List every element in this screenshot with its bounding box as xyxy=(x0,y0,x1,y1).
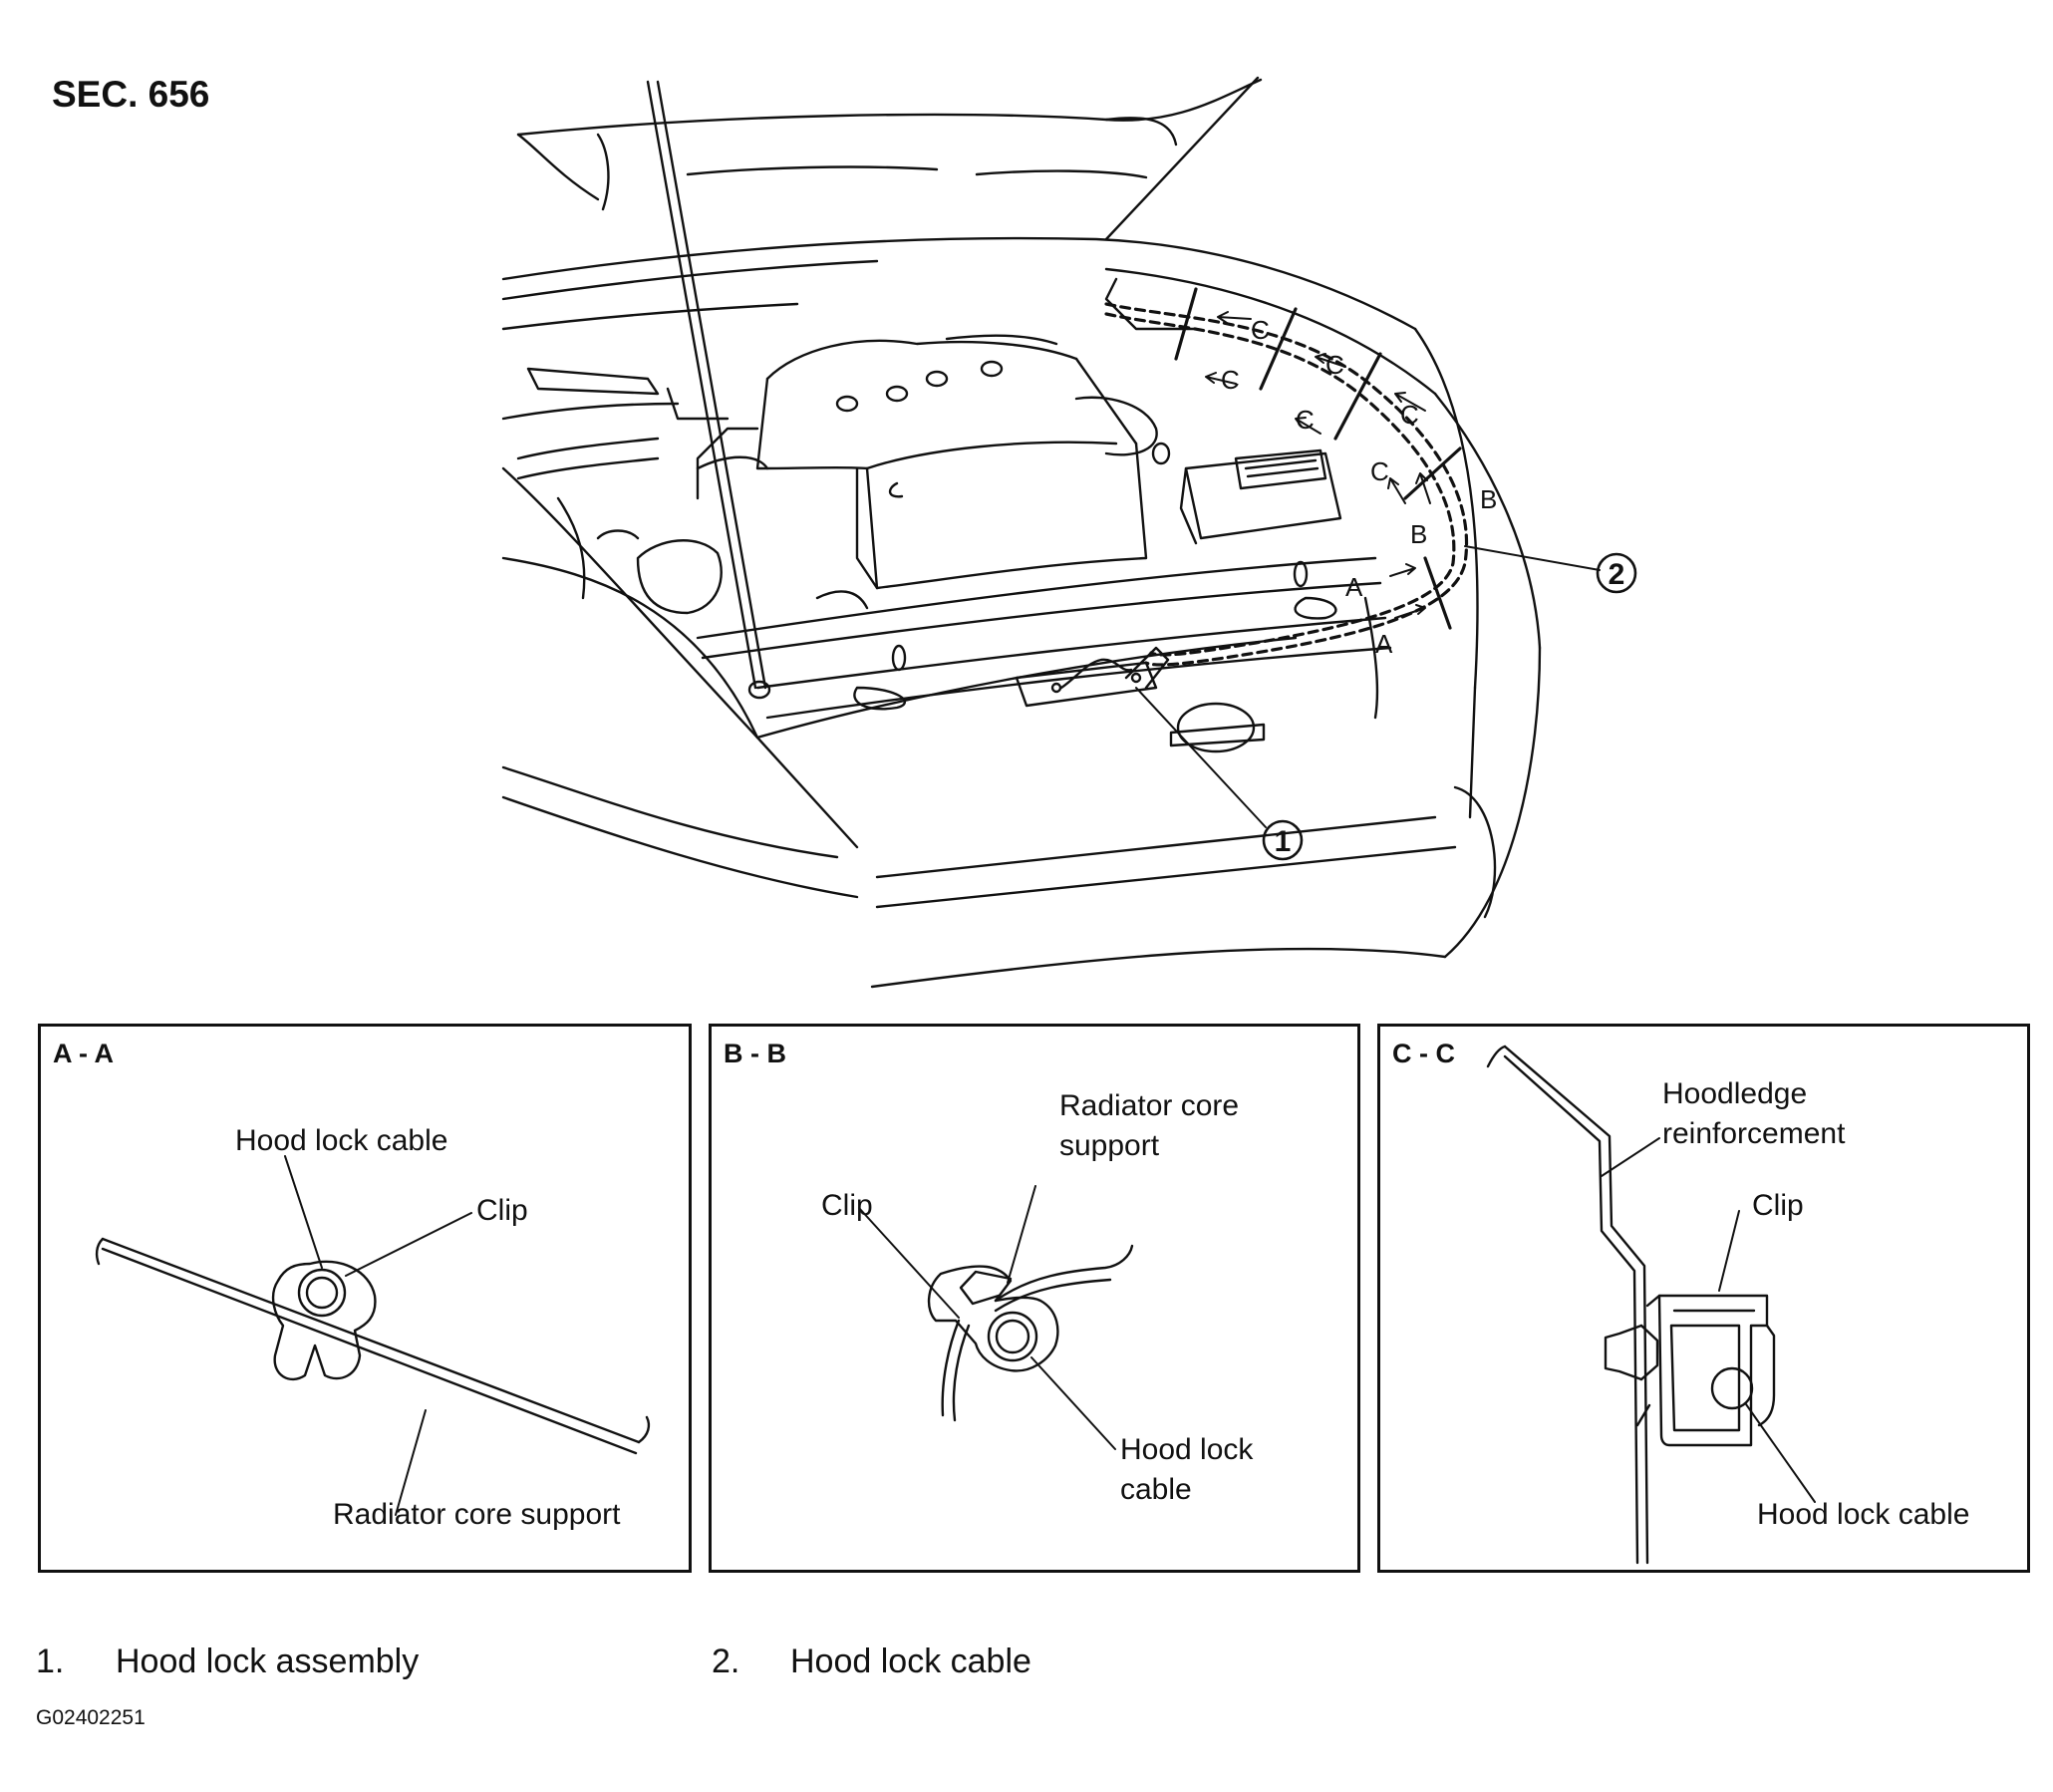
hood-lock-assembly xyxy=(1015,646,1170,708)
mark-b-1: B xyxy=(1480,484,1497,514)
hood-prop-rod xyxy=(646,80,771,700)
label-radiator-core-support: Radiator core support xyxy=(333,1498,621,1531)
mark-c-5: C xyxy=(1400,400,1419,430)
label-hood-lock-cable: Hood lock cable xyxy=(1757,1498,1970,1531)
figure-id: G02402251 xyxy=(36,1706,146,1729)
section-a-a-drawing xyxy=(95,1155,651,1516)
engine xyxy=(755,277,1198,590)
label-hoodledge-line1: Hoodledge xyxy=(1662,1077,1808,1110)
mark-c-2: C xyxy=(1221,365,1240,395)
section-b-b-drawing xyxy=(858,1185,1134,1450)
label-clip: Clip xyxy=(821,1189,873,1222)
section-c-c-drawing xyxy=(1486,1045,1816,1565)
section-c-c-panel: C - C Hoodledge reinforcement Clip Hood … xyxy=(1377,1024,2030,1573)
section-a-a-title: A - A xyxy=(53,1039,114,1068)
mark-c-1: C xyxy=(1251,315,1270,345)
callout-2: 2 xyxy=(1609,558,1625,591)
body-lines xyxy=(501,236,1542,989)
emblem xyxy=(1169,702,1266,753)
mark-c-4: C xyxy=(1296,405,1315,435)
mark-b-2: B xyxy=(1410,519,1427,549)
label-hood-lock-line2: cable xyxy=(1120,1473,1192,1506)
label-clip: Clip xyxy=(476,1194,528,1227)
label-clip: Clip xyxy=(1752,1189,1804,1222)
legend-1-text: Hood lock assembly xyxy=(116,1643,420,1680)
battery xyxy=(1179,448,1342,545)
section-a-a-panel: A - A Hood lock cable Clip Radiator core… xyxy=(38,1024,692,1573)
label-radiator-core-line1: Radiator core xyxy=(1059,1089,1240,1122)
label-hood-lock-cable: Hood lock cable xyxy=(235,1124,448,1157)
left-components xyxy=(516,367,869,615)
label-hood-lock-line1: Hood lock xyxy=(1120,1433,1254,1466)
mark-c-3: C xyxy=(1325,350,1344,380)
mark-c-6: C xyxy=(1370,456,1389,486)
mark-a-2: A xyxy=(1375,629,1393,659)
callout-1: 1 xyxy=(1275,825,1292,858)
legend-1-number: 1. xyxy=(36,1643,65,1680)
radiator-core-support xyxy=(696,556,1392,720)
mark-a-1: A xyxy=(1345,572,1363,602)
engine-bay-illustration: 1 2 C C C C C C B B A A xyxy=(501,76,1637,989)
legend-2-number: 2. xyxy=(712,1643,740,1680)
section-label: SEC. 656 xyxy=(52,74,210,115)
label-hoodledge-line2: reinforcement xyxy=(1662,1117,1846,1150)
section-arrows xyxy=(1205,311,1431,619)
label-radiator-core-line2: support xyxy=(1059,1129,1160,1162)
section-c-c-title: C - C xyxy=(1392,1039,1455,1068)
section-cut-lines xyxy=(1174,287,1462,630)
hood-lock-cable-route xyxy=(1104,302,1469,667)
hood-outline xyxy=(516,76,1263,241)
legend-2-text: Hood lock cable xyxy=(790,1643,1031,1680)
section-b-b-panel: B - B Radiator core support Clip Hood lo… xyxy=(709,1024,1360,1573)
section-b-b-title: B - B xyxy=(724,1039,786,1068)
